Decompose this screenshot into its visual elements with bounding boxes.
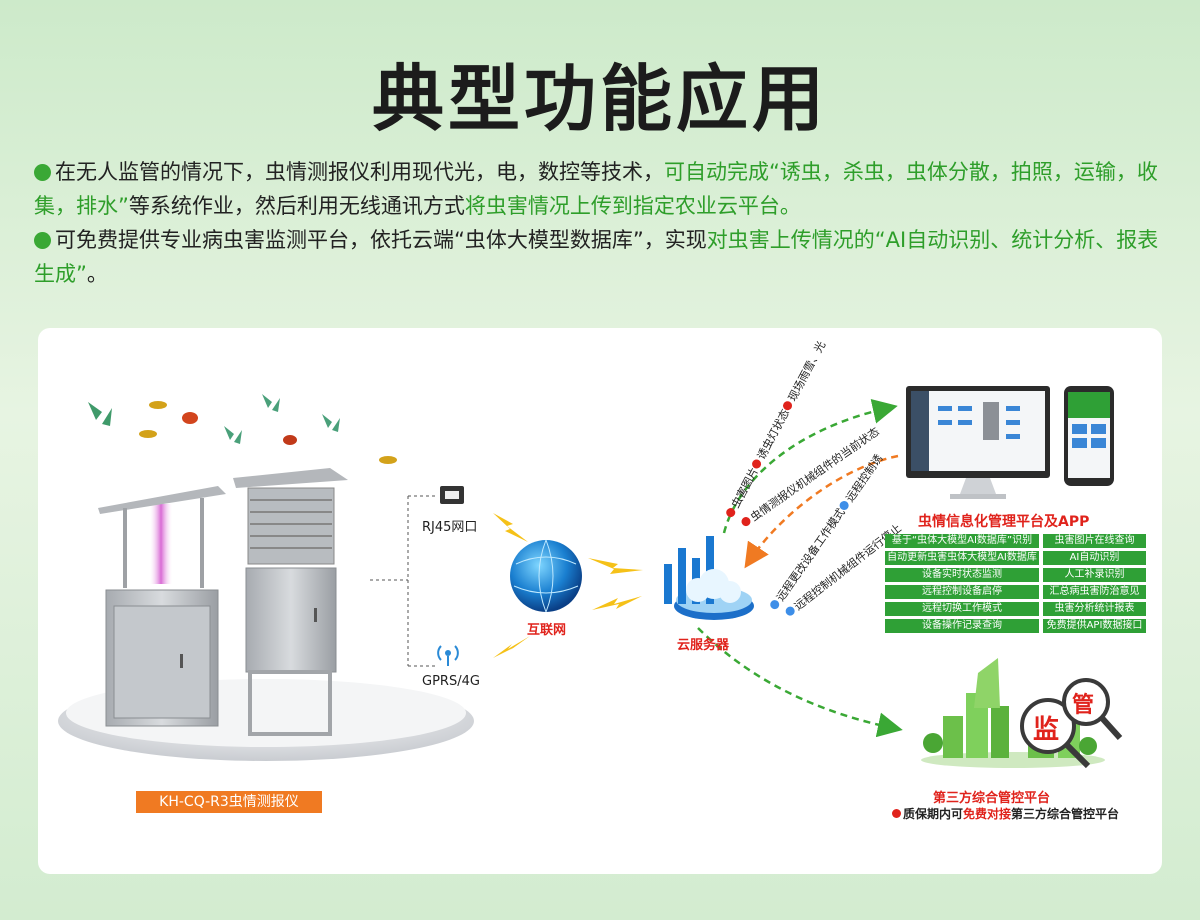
cloud-server-label: 云服务器: [677, 638, 730, 653]
system-diagram: 监 管: [58, 386, 1123, 769]
feature-row: 远程切换工作模式虫害分析统计报表: [885, 602, 1148, 616]
gprs-label: GPRS/4G: [422, 674, 480, 689]
feature-cell: AI自动识别: [1043, 551, 1146, 565]
feature-cell: 人工补录识别: [1043, 568, 1146, 582]
cloud-server-icon: [664, 536, 754, 620]
feature-row: 基于“虫体大模型AI数据库”识别虫害图片在线查询: [885, 534, 1148, 548]
connection-lines: [370, 495, 436, 667]
supervise-magnifier-icon: [1020, 678, 1123, 769]
feature-row: 自动更新虫害虫体大模型AI数据库 AI自动识别: [885, 551, 1148, 565]
rj45-label: RJ45网口: [422, 520, 478, 535]
third-party-note: 质保期内可免费对接第三方综合管控平台: [892, 805, 1119, 822]
trap-device-lamp: [98, 486, 226, 727]
feature-cell: 汇总病虫害防治意见: [1043, 585, 1146, 599]
intro-paragraph-1: 在无人监管的情况下，虫情测报仪利用现代光，电，数控等技术，可自动完成“诱虫，杀虫…: [34, 160, 1158, 218]
feature-cell: 远程控制设备启停: [885, 585, 1039, 599]
feature-cell: 设备操作记录查询: [885, 619, 1039, 633]
monitor-illustration: [906, 386, 1050, 499]
feature-row: 设备实时状态监测人工补录识别: [885, 568, 1148, 582]
feature-cell: 虫害分析统计报表: [1043, 602, 1146, 616]
trap-device-cabinet: [233, 468, 348, 736]
third-party-title: 第三方综合管控平台: [933, 791, 1051, 806]
rj45-icon: [440, 486, 464, 504]
intro-text: 在无人监管的情况下，虫情测报仪利用现代光，电，数控等技术，可自动完成“诱虫，杀虫…: [34, 155, 1174, 291]
feature-cell: 虫害图片在线查询: [1043, 534, 1146, 548]
feature-cell: 设备实时状态监测: [885, 568, 1039, 582]
red-dot-icon: [892, 809, 901, 818]
feature-cell: 远程切换工作模式: [885, 602, 1039, 616]
third-party-arrow: [697, 627, 903, 738]
internet-globe-icon: [510, 540, 582, 612]
feature-row: 设备操作记录查询免费提供API数据接口: [885, 619, 1148, 633]
city-illustration: [921, 658, 1105, 768]
gprs-icon: [437, 645, 459, 666]
platform-title: 虫情信息化管理平台及APP: [918, 514, 1090, 530]
supervise-char-1: 监: [1033, 715, 1059, 745]
feature-row: 远程控制设备启停汇总病虫害防治意见: [885, 585, 1148, 599]
feature-cell: 免费提供API数据接口: [1043, 619, 1146, 633]
phone-illustration: [1064, 386, 1114, 486]
bullet-dot-icon: [34, 232, 51, 249]
insects-illustration: [88, 394, 397, 464]
intro-paragraph-2: 可免费提供专业病虫害监测平台，依托云端“虫体大模型数据库”，实现对虫害上传情况的…: [34, 228, 1159, 286]
device-model-label: KH-CQ-R3虫情测报仪: [136, 791, 322, 813]
supervise-char-2: 管: [1072, 692, 1094, 718]
signal-bolt-icons: [493, 513, 643, 658]
internet-label: 互联网: [527, 623, 567, 638]
platform-features-table: 基于“虫体大模型AI数据库”识别虫害图片在线查询 自动更新虫害虫体大模型AI数据…: [885, 534, 1148, 636]
diagram-card: 监 管 RJ45网口 GPRS/4G 互联网 云服务器 KH-CQ-R3虫情测报…: [38, 328, 1162, 874]
upload-arrow: [722, 399, 898, 534]
feature-cell: 自动更新虫害虫体大模型AI数据库: [885, 551, 1039, 565]
page-title: 典型功能应用: [371, 57, 828, 141]
bullet-dot-icon: [34, 164, 51, 181]
feature-cell: 基于“虫体大模型AI数据库”识别: [885, 534, 1039, 548]
